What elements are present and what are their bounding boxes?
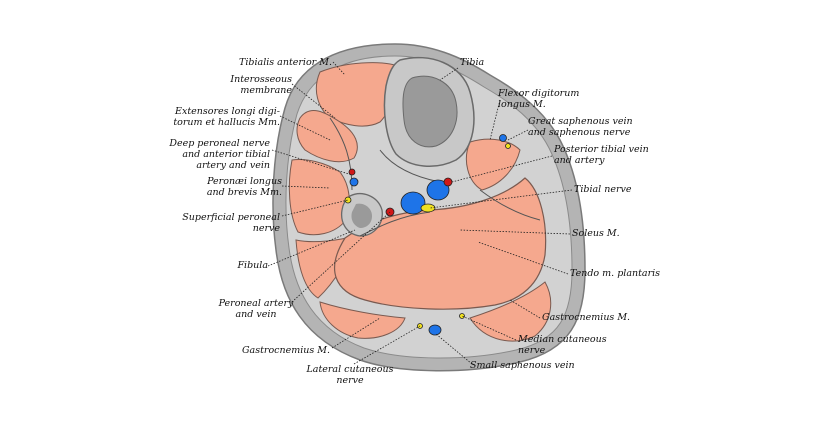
gastrocnemius-lateral-muscle: [319, 301, 406, 339]
label-fibula: Fibula: [237, 260, 268, 271]
anterior-tibial-vein: [349, 177, 359, 187]
label-tibialis-anterior: Tibialis anterior M.: [239, 57, 332, 68]
label-small-saphenous: Small saphenous vein: [470, 360, 575, 371]
label-peroneal-artery: Peroneal artery and vein: [218, 298, 294, 320]
saphenous-nerve: [505, 143, 511, 149]
label-tendo-plantaris: Tendo m. plantaris: [570, 268, 661, 279]
gastrocnemius-medial-muscle: [469, 281, 552, 342]
tibia-marrow: [402, 75, 458, 148]
label-great-saphenous: Great saphenous vein and saphenous nerve: [528, 116, 633, 138]
small-saphenous-vein: [428, 324, 442, 336]
posterior-tibial-vein-1: [426, 179, 450, 201]
anterior-tibial-artery: [348, 168, 356, 176]
label-superficial-peroneal: Superficial peroneal nerve: [182, 212, 280, 234]
label-deep-peroneal: Deep peroneal nerve and anterior tibial …: [169, 138, 270, 171]
label-lateral-cutaneous: Lateral cutaneous nerve: [306, 364, 394, 386]
label-interosseous-membrane: Interosseous membrane: [230, 74, 292, 96]
fibula-marrow: [351, 203, 372, 228]
label-gastrocnemius-left: Gastrocnemius M.: [241, 345, 331, 356]
leader-lines: [267, 61, 573, 365]
posterior-tibial-artery: [443, 177, 453, 187]
label-median-cutaneous: Median cutaneous nerve: [518, 334, 607, 356]
label-peronaei: Peronæi longus and brevis Mm.: [206, 176, 282, 198]
label-extensores: Extensores longi digi- torum et hallucis…: [173, 106, 280, 128]
tibialis-anterior-muscle: [315, 62, 399, 127]
label-posterior-tibial: Posterior tibial vein and artery: [554, 144, 649, 166]
extensors-muscle: [296, 109, 358, 163]
posterior-tibial-vein-2: [400, 191, 426, 215]
label-soleus: Soleus M.: [572, 228, 620, 239]
label-gastrocnemius-right: Gastrocnemius M.: [542, 312, 631, 323]
superficial-peroneal-nerve: [344, 196, 352, 204]
label-tibial-nerve: Tibial nerve: [574, 184, 632, 195]
label-tibia: Tibia: [460, 57, 485, 68]
label-flexor-digitorum: Flexor digitorum longus M.: [498, 88, 580, 110]
median-cutaneous-nerve-dot: [459, 313, 465, 319]
flexor-digitorum-muscle: [466, 138, 521, 191]
great-saphenous-vein: [499, 134, 507, 142]
tibial-nerve: [420, 203, 436, 213]
